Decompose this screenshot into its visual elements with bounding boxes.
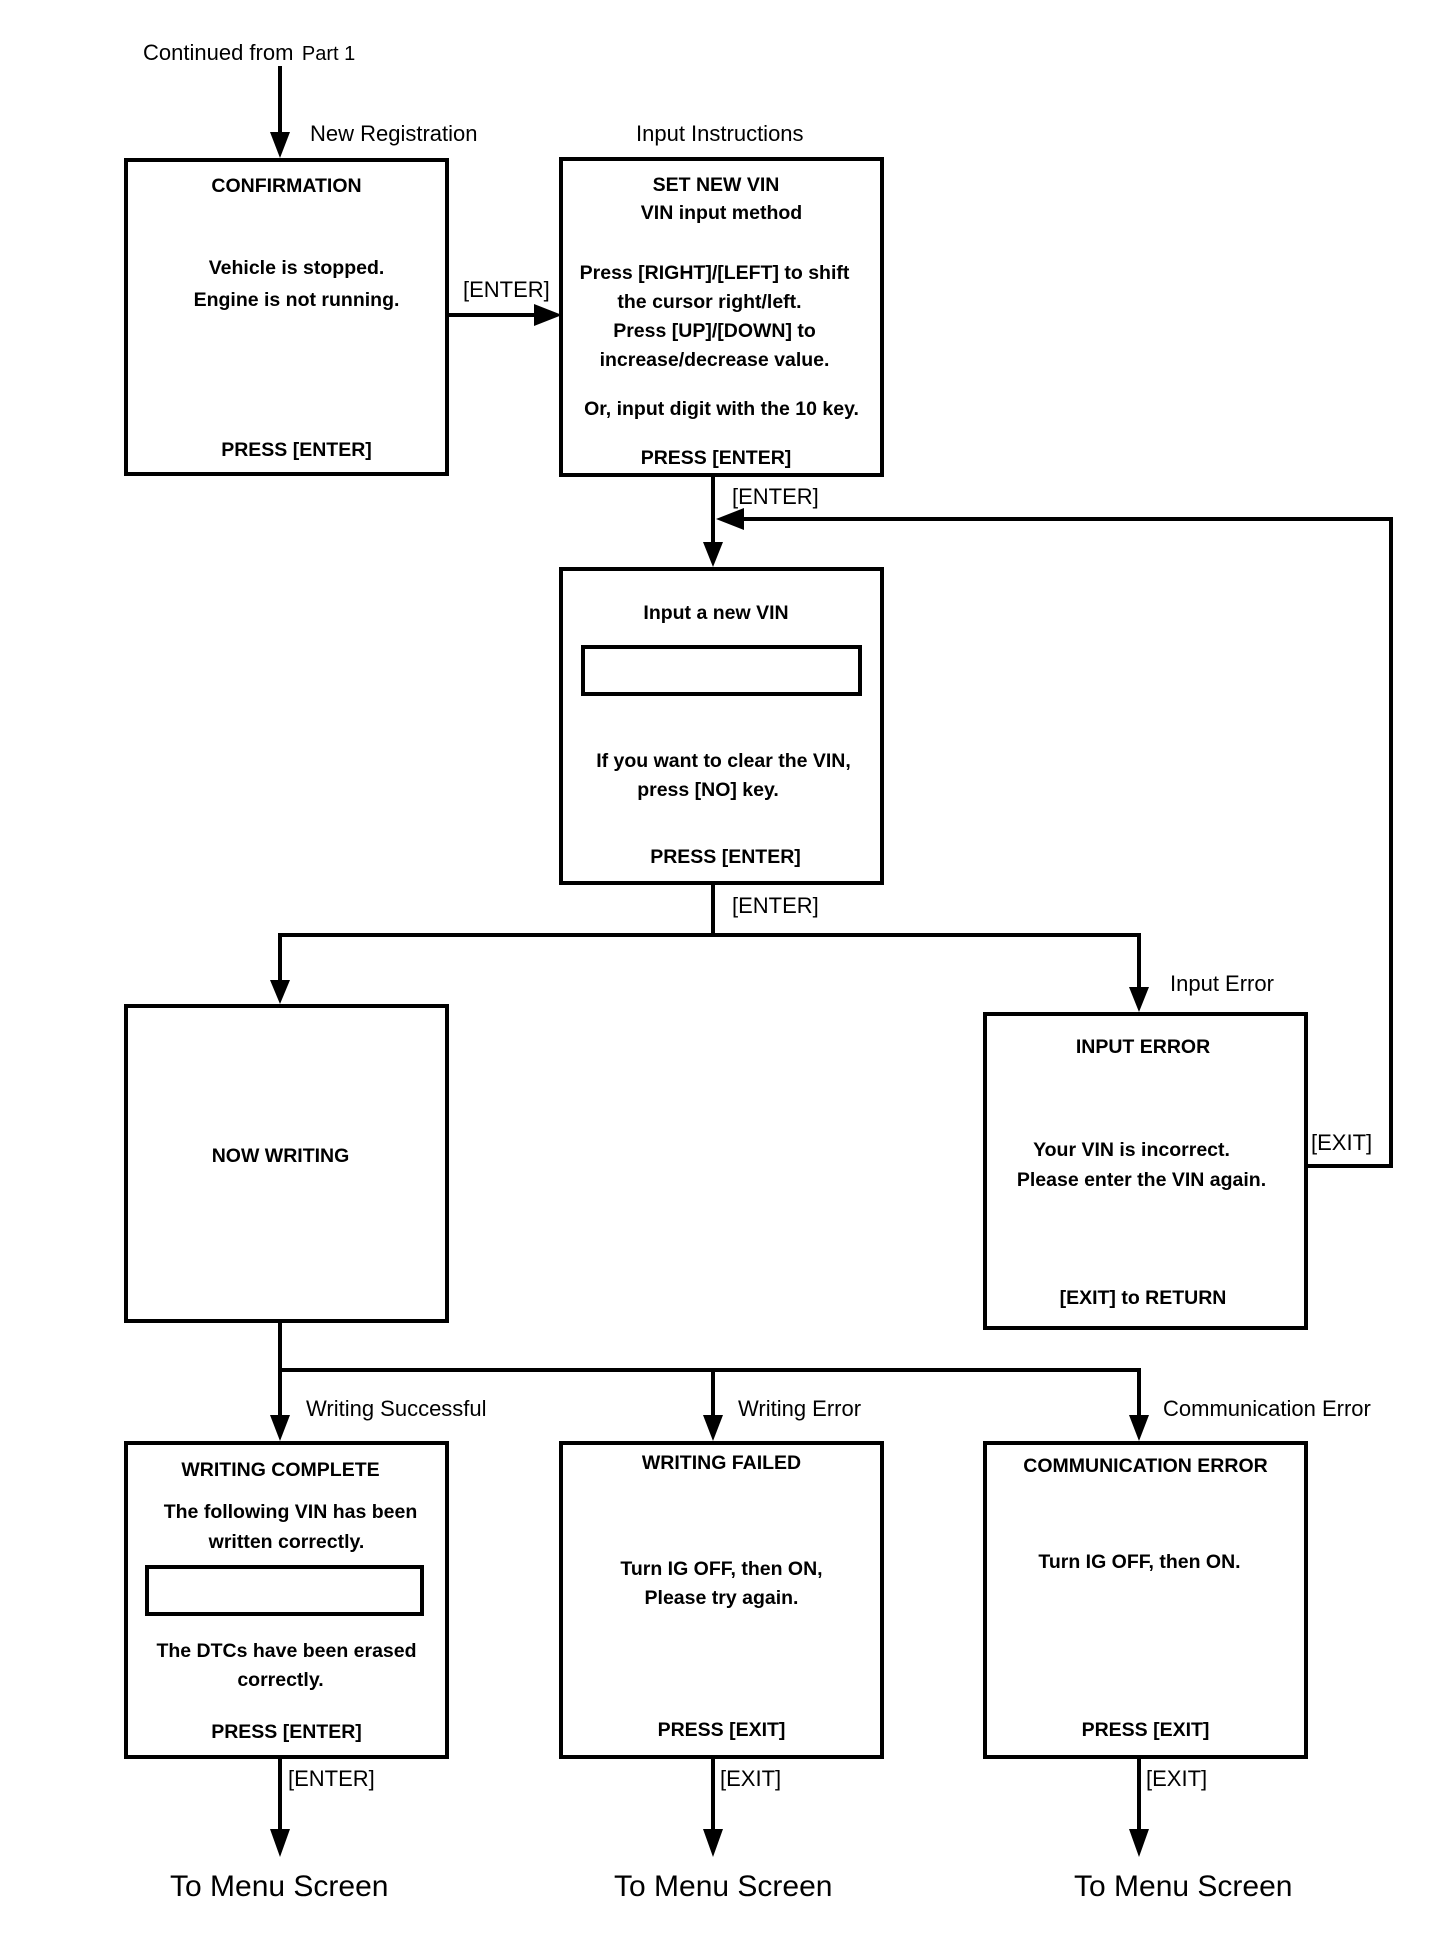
to-menu-screen-2: To Menu Screen — [614, 1870, 833, 1903]
to-menu-screen-1: To Menu Screen — [170, 1870, 389, 1903]
communication-error-title: COMMUNICATION ERROR — [1023, 1455, 1268, 1477]
enter-label-4: [ENTER] — [288, 1766, 375, 1791]
input-vin-screen: Input a new VIN If you want to clear the… — [559, 567, 884, 885]
writing-complete-line-3: The DTCs have been erased — [156, 1640, 417, 1662]
exit-loop-label: [EXIT] — [1311, 1130, 1373, 1155]
exit-label-2: [EXIT] — [720, 1766, 782, 1791]
input-error-line-1: Your VIN is incorrect. — [1033, 1139, 1230, 1161]
set-new-vin-title: SET NEW VIN — [652, 174, 780, 196]
communication-error-label: Communication Error — [1163, 1396, 1371, 1421]
arrowhead-to-input-error — [1129, 987, 1149, 1012]
enter-label-1: [ENTER] — [463, 277, 550, 302]
input-vin-line-2: press [NO] key. — [637, 779, 779, 801]
continued-from-text: Continued from — [143, 40, 294, 65]
vin-input-field[interactable] — [581, 645, 862, 696]
writing-failed-title: WRITING FAILED — [641, 1452, 802, 1474]
writing-failed-line-2: Please try again. — [644, 1587, 799, 1609]
writing-failed-footer: PRESS [EXIT] — [657, 1719, 786, 1741]
input-error-title: INPUT ERROR — [1075, 1036, 1211, 1058]
input-error-screen: INPUT ERROR Your VIN is incorrect. Pleas… — [983, 1012, 1308, 1330]
confirmation-title: CONFIRMATION — [211, 175, 362, 197]
now-writing-screen: NOW WRITING — [124, 1004, 449, 1323]
writing-complete-screen: WRITING COMPLETE The following VIN has b… — [124, 1441, 449, 1759]
set-new-vin-line-5: Or, input digit with the 10 key. — [584, 398, 859, 420]
enter-label-3: [ENTER] — [732, 893, 819, 918]
writing-failed-line-1: Turn IG OFF, then ON, — [620, 1558, 823, 1580]
set-new-vin-footer: PRESS [ENTER] — [640, 447, 792, 469]
arrowhead-exit-2 — [703, 1829, 723, 1857]
writing-successful-label: Writing Successful — [306, 1396, 487, 1421]
exit-label-3: [EXIT] — [1146, 1766, 1208, 1791]
connector-exit-loop — [738, 517, 1393, 1168]
confirmation-footer: PRESS [ENTER] — [221, 439, 372, 461]
confirmation-line-2: Engine is not running. — [193, 289, 400, 311]
input-error-label: Input Error — [1170, 971, 1274, 996]
enter-label-2: [ENTER] — [732, 484, 819, 509]
new-registration-label: New Registration — [310, 121, 478, 146]
arrowhead-confirm-to-set — [534, 304, 562, 326]
arrowhead-exit-3 — [1129, 1829, 1149, 1857]
writing-complete-footer: PRESS [ENTER] — [211, 1721, 362, 1743]
writing-failed-screen: WRITING FAILED Turn IG OFF, then ON, Ple… — [559, 1441, 884, 1759]
input-error-line-2: Please enter the VIN again. — [1016, 1169, 1267, 1191]
input-vin-line-1: If you want to clear the VIN, — [596, 750, 851, 772]
writing-complete-line-4: correctly. — [237, 1669, 324, 1691]
input-vin-title: Input a new VIN — [643, 602, 789, 624]
arrowhead-start — [270, 132, 290, 158]
communication-error-screen: COMMUNICATION ERROR Turn IG OFF, then ON… — [983, 1441, 1308, 1759]
writing-complete-line-1: The following VIN has been — [163, 1501, 418, 1523]
writing-error-label: Writing Error — [738, 1396, 862, 1421]
confirmation-screen: CONFIRMATION Vehicle is stopped. Engine … — [124, 158, 449, 476]
arrowhead-to-failed — [703, 1415, 723, 1441]
communication-error-footer: PRESS [EXIT] — [1081, 1719, 1210, 1741]
confirmation-line-1: Vehicle is stopped. — [208, 257, 385, 279]
to-menu-screen-3: To Menu Screen — [1074, 1870, 1293, 1903]
arrowhead-to-complete — [270, 1415, 290, 1441]
continued-from-label: Continued from Part 1 — [143, 40, 355, 66]
input-error-footer: [EXIT] to RETURN — [1059, 1287, 1227, 1309]
arrowhead-exit-loop — [716, 508, 744, 530]
arrowhead-to-comm-error — [1129, 1415, 1149, 1441]
communication-error-line-1: Turn IG OFF, then ON. — [1038, 1551, 1241, 1573]
arrowhead-exit-1 — [270, 1829, 290, 1857]
input-instructions-label: Input Instructions — [636, 121, 804, 146]
set-new-vin-line-2: the cursor right/left. — [617, 291, 802, 313]
now-writing-title: NOW WRITING — [211, 1145, 350, 1167]
writing-complete-line-2: written correctly. — [208, 1531, 365, 1553]
input-vin-footer: PRESS [ENTER] — [650, 846, 801, 868]
written-vin-field — [145, 1565, 424, 1616]
arrowhead-to-now-writing — [270, 980, 290, 1004]
set-new-vin-line-3: Press [UP]/[DOWN] to — [613, 320, 816, 342]
set-new-vin-line-1: Press [RIGHT]/[LEFT] to shift — [579, 262, 850, 284]
writing-complete-title: WRITING COMPLETE — [181, 1459, 380, 1481]
set-new-vin-subtitle: VIN input method — [640, 202, 803, 224]
set-new-vin-line-4: increase/decrease value. — [599, 349, 830, 371]
set-new-vin-screen: SET NEW VIN VIN input method Press [RIGH… — [559, 157, 884, 477]
arrowhead-set-to-input — [703, 542, 723, 567]
part-text: Part 1 — [301, 43, 356, 65]
